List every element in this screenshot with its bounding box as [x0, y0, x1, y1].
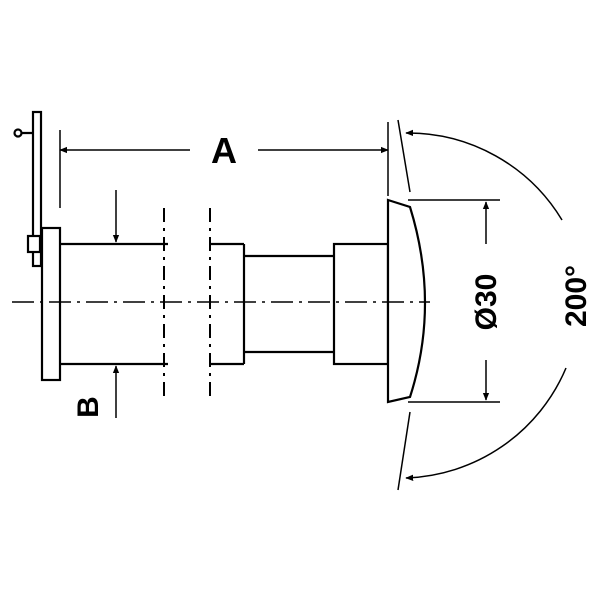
- label-b: B: [72, 396, 105, 418]
- barrel-left: [60, 242, 168, 366]
- break-lines: [163, 208, 211, 400]
- lens-housing: [332, 242, 390, 366]
- inner-flange: [26, 226, 62, 382]
- back-plate: [13, 110, 43, 268]
- label-angle: 200°: [560, 265, 593, 327]
- screw-head: [13, 128, 23, 138]
- barrel-right: [210, 242, 246, 366]
- label-diameter: Ø30: [470, 274, 503, 331]
- dimension-diameter: [408, 199, 500, 403]
- dimension-angle: [397, 119, 567, 491]
- dimension-a: [59, 122, 389, 196]
- body-tube: [244, 254, 334, 354]
- label-a: A: [211, 130, 237, 171]
- lens-cap: [386, 198, 427, 404]
